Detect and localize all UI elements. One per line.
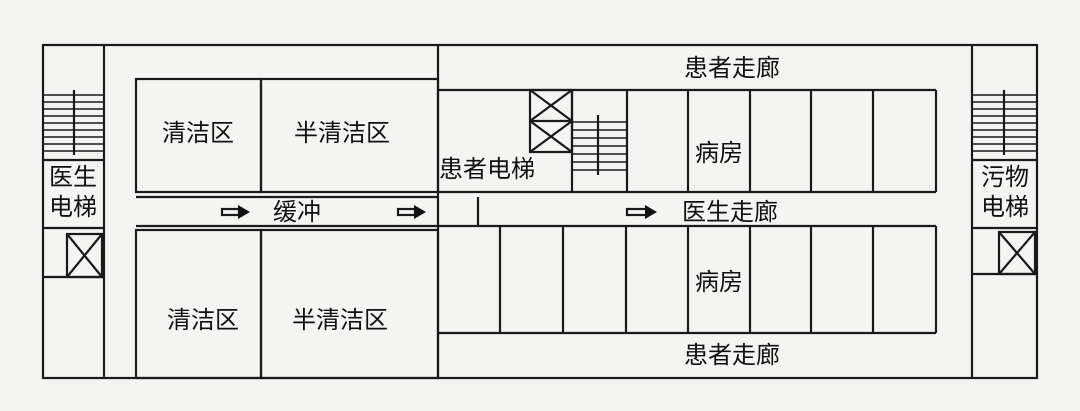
buffer-label: 缓冲 (273, 198, 321, 226)
patient-corridor-bottom-label: 患者走廊 (684, 341, 780, 369)
dirty-elevator-label-line1: 污物 (981, 163, 1029, 191)
doctor-corridor-label: 医生走廊 (682, 198, 778, 226)
clean-zone-top-label: 清洁区 (162, 119, 234, 147)
ward-top-label: 病房 (695, 139, 743, 167)
dirty-elevator-block (970, 45, 1037, 378)
semi-clean-zone-bottom-label: 半清洁区 (292, 306, 388, 334)
stairs-icon (972, 90, 1037, 155)
patient-corridor-top-label: 患者走廊 (684, 54, 780, 82)
ward-bottom-label: 病房 (695, 268, 743, 296)
building-outline (41, 43, 1039, 380)
patient-stairs-icon (570, 90, 627, 192)
patient-elevator-label: 患者电梯 (439, 155, 535, 183)
clean-zone-bottom-room (134, 228, 263, 380)
right-arrow-icon (625, 205, 657, 219)
doctor-elevator-label-line2: 电梯 (49, 193, 97, 221)
bottom-ward-rooms (438, 226, 936, 335)
top-ward-rooms (438, 90, 936, 194)
stairs-icon (43, 90, 104, 155)
doctor-elevator-label-line1: 医生 (49, 163, 97, 191)
elevator-x-icon (997, 230, 1037, 276)
right-arrow-icon (220, 205, 250, 219)
semi-clean-zone-top-label: 半清洁区 (294, 119, 390, 147)
semi-clean-zone-bottom-room (259, 228, 440, 380)
doctor-elevator-block (43, 45, 106, 378)
patient-elevator-icon (528, 88, 574, 154)
dirty-elevator-label-line2: 电梯 (981, 193, 1029, 221)
clean-zone-bottom-label: 清洁区 (167, 306, 239, 334)
elevator-x-icon (65, 232, 104, 279)
right-arrow-icon (396, 205, 426, 219)
